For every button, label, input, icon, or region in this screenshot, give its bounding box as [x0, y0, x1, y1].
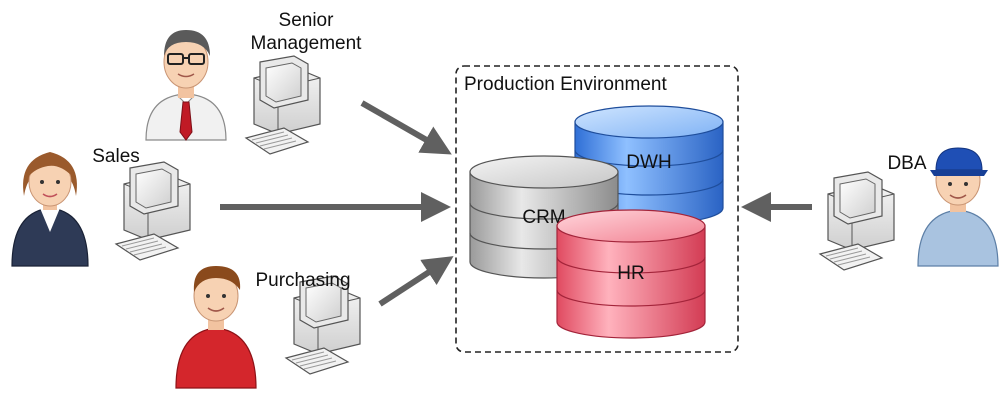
- production-environment-label: Production Environment: [464, 74, 667, 95]
- arrow-purchasing: [378, 256, 454, 307]
- dba-label: DBA: [887, 153, 926, 174]
- senior-management-computer-icon: [245, 55, 321, 155]
- dba-computer-icon: [819, 171, 895, 271]
- purchasing-label: Purchasing: [255, 270, 350, 291]
- senior-management-label-line1: Senior: [279, 10, 335, 31]
- dwh-label: DWH: [626, 152, 671, 173]
- dba-person-icon: [917, 147, 999, 267]
- production-environment-frame: [455, 65, 739, 353]
- sales-computer-icon: [115, 161, 191, 261]
- senior-management-label-line2: Management: [251, 33, 363, 54]
- senior-management-person-icon: [145, 30, 227, 141]
- hr-label: HR: [617, 263, 644, 284]
- arrow-senior-management: [360, 100, 452, 155]
- purchasing-person-icon: [175, 266, 257, 389]
- sales-person-icon: [11, 152, 89, 267]
- sales-label: Sales: [92, 146, 140, 167]
- hr-database: HR: [556, 209, 706, 339]
- crm-label: CRM: [522, 207, 565, 228]
